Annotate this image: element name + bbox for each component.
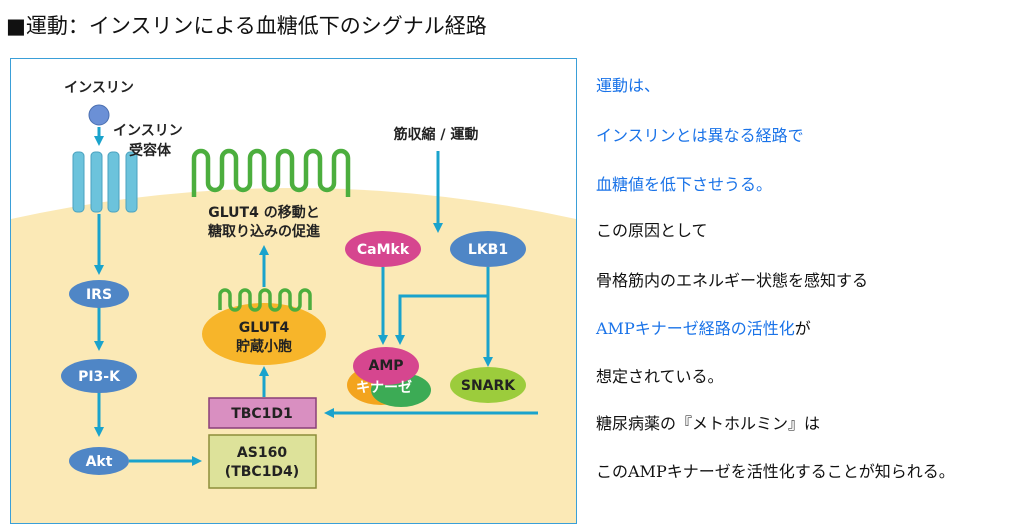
note-line-2: インスリンとは異なる経路で <box>596 126 804 145</box>
pi3k-label: PI3-K <box>78 369 121 385</box>
camkk-node <box>345 231 421 267</box>
akt-label: Akt <box>86 454 113 470</box>
page-title: ■運動：インスリンによる血糖低下のシグナル経路 <box>6 14 487 38</box>
tbc1d1-node <box>208 397 317 429</box>
note-line-6: AMPキナーゼ経路の活性化が <box>596 315 811 339</box>
insulin-label: インスリン <box>64 80 134 96</box>
ampk-label-line2: キナーゼ <box>356 379 412 396</box>
snark-node <box>450 367 526 403</box>
pi3k-node <box>61 359 137 393</box>
as160-label-line2: (TBC1D4) <box>225 464 299 480</box>
note-line-7: 想定されている。 <box>596 367 724 386</box>
as160-label-line1: AS160 <box>237 445 287 461</box>
note-line-8: 糖尿病薬の『メトホルミン』は <box>596 414 821 433</box>
note-line-1: 運動は、 <box>596 76 661 95</box>
lkb1-node <box>450 231 526 267</box>
glut4-move-label-line2: 糖取り込みの促進 <box>208 223 320 240</box>
glut4-vesicle-squiggle-icon <box>218 288 312 312</box>
glut4-vesicle-label-line2: 貯蔵小胞 <box>236 338 292 355</box>
irs-node <box>69 280 129 308</box>
signaling-diagram: インスリン インスリン 受容体 IRS PI3-K Akt GLUT4 の移動と… <box>10 58 577 524</box>
note-line-6-suffix: が <box>794 319 811 338</box>
arrow-lkb1-ampk <box>395 267 490 345</box>
receptor-label-line1: インスリン <box>113 123 183 139</box>
tbc1d1-label: TBC1D1 <box>231 406 293 422</box>
camkk-label: CaMkk <box>357 242 410 258</box>
note-line-4: この原因として <box>596 221 708 240</box>
ampk-pink-subunit <box>353 347 419 385</box>
irs-label: IRS <box>86 287 112 303</box>
muscle-contraction-label: 筋収縮 / 運動 <box>394 126 479 143</box>
akt-node <box>69 447 129 475</box>
diagram-canvas: インスリン インスリン 受容体 IRS PI3-K Akt GLUT4 の移動と… <box>11 80 576 523</box>
ampk-label-line1: AMP <box>368 358 403 374</box>
glut4-vesicle-node <box>202 303 326 365</box>
note-line-6-highlight: AMPキナーゼ経路の活性化 <box>596 319 795 338</box>
note-line-5: 骨格筋内のエネルギー状態を感知する <box>596 271 869 290</box>
insulin-receptor-icon <box>72 151 138 213</box>
as160-node <box>208 434 317 489</box>
glut4-vesicle-label-line1: GLUT4 <box>239 320 290 336</box>
note-line-9: このAMPキナーゼを活性化することが知られる。 <box>596 462 955 481</box>
glut4-membrane-icon <box>191 148 351 197</box>
receptor-label-line2: 受容体 <box>129 142 172 159</box>
lkb1-label: LKB1 <box>468 242 508 258</box>
note-line-3: 血糖値を低下させうる。 <box>596 175 773 194</box>
snark-label: SNARK <box>461 378 516 394</box>
insulin-molecule-icon <box>88 104 110 126</box>
glut4-move-label-line1: GLUT4 の移動と <box>208 204 319 221</box>
